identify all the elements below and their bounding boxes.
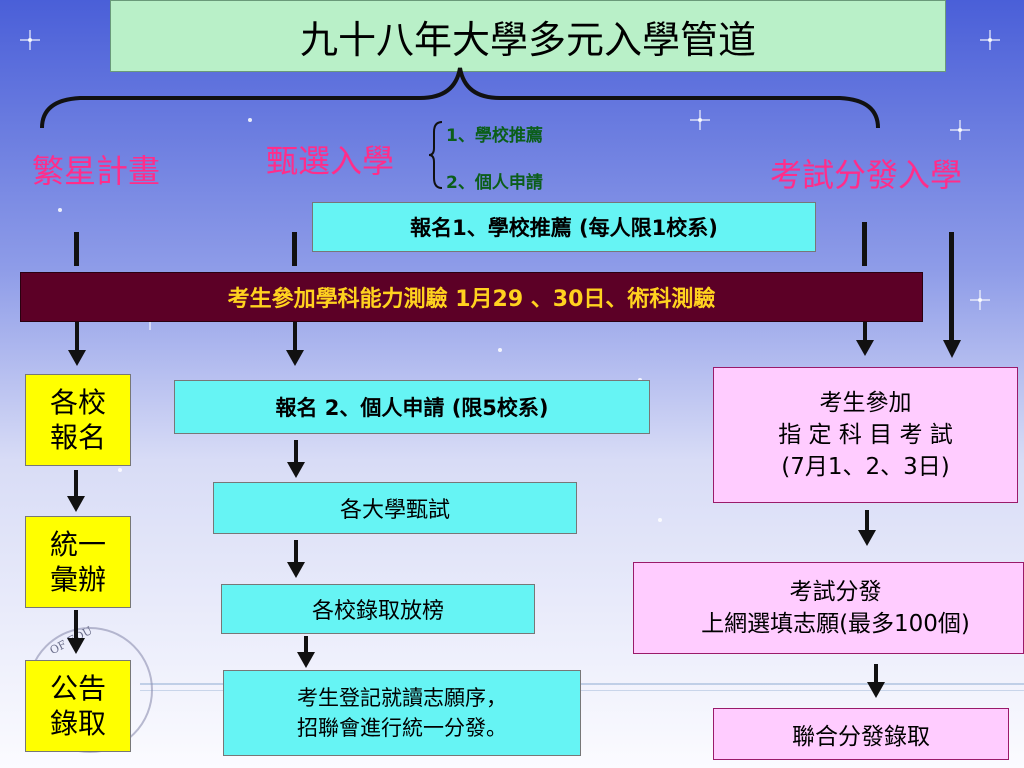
flow-bar	[74, 232, 79, 266]
down-arrow	[943, 340, 961, 358]
joint-admission-box: 聯合分發錄取	[713, 708, 1009, 760]
register-preference-box: 考生登記就讀志願序， 招聯會進行統一分發。	[223, 670, 581, 756]
page-title: 九十八年大學多元入學管道	[110, 0, 946, 72]
ast-exam-box: 考生參加 指 定 科 目 考 試 (7月1、2、3日)	[713, 367, 1018, 503]
down-arrow	[67, 610, 85, 654]
small-brace	[428, 121, 443, 189]
grouping-brace	[40, 67, 880, 129]
gsat-box: 考生參加學科能力測驗 1月29 、30日、術科測驗	[20, 272, 923, 322]
school-admission-box: 各校錄取放榜	[221, 584, 535, 634]
flow-bar	[292, 232, 297, 266]
down-arrow	[68, 322, 86, 366]
exam-distribution-box: 考試分發 上網選填志願(最多100個)	[633, 562, 1024, 654]
down-arrow	[867, 664, 885, 698]
channel-selection: 甄選入學	[266, 142, 395, 180]
channel-exam: 考試分發入學	[770, 156, 963, 194]
down-arrow	[67, 470, 85, 512]
down-arrow	[297, 636, 315, 668]
down-arrow	[856, 322, 874, 356]
announce-admission-box: 公告 錄取	[25, 660, 131, 752]
channel-star: 繁星計畫	[32, 152, 161, 190]
unified-process-box: 統一 彙辦	[25, 516, 131, 608]
register-personal-apply-box: 報名 2、個人申請 (限5校系)	[174, 380, 650, 434]
down-arrow	[286, 322, 304, 366]
register-school-recommend-box: 報名1、學校推薦 (每人限1校系)	[312, 202, 816, 252]
university-selection-box: 各大學甄試	[213, 482, 577, 534]
flow-bar	[949, 232, 954, 342]
sub-school-recommend: 1、學校推薦	[446, 126, 543, 146]
sub-personal-apply: 2、個人申請	[446, 173, 543, 193]
down-arrow	[287, 540, 305, 578]
down-arrow	[858, 510, 876, 546]
school-register-box: 各校 報名	[25, 374, 131, 466]
down-arrow	[287, 440, 305, 478]
flow-bar	[862, 222, 867, 266]
